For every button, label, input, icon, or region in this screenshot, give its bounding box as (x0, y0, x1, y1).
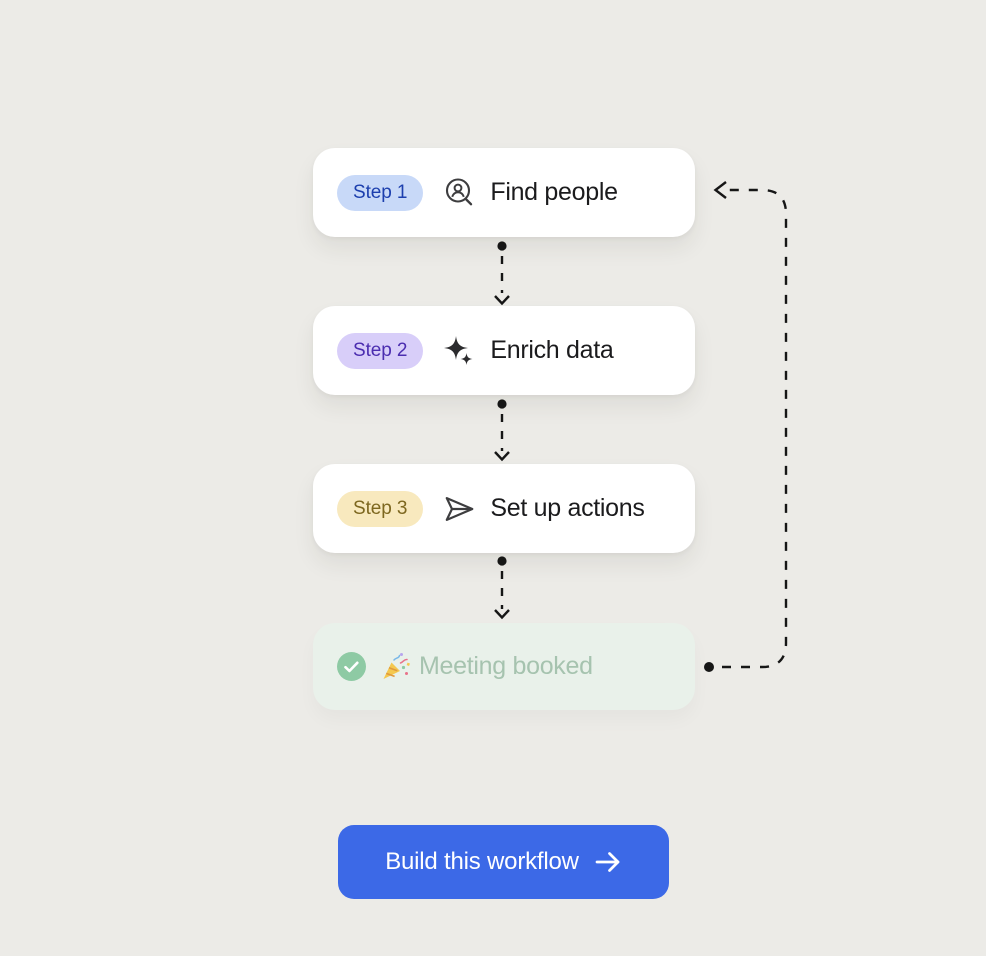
build-workflow-button[interactable]: Build this workflow (338, 825, 669, 899)
step-title: Find people (490, 178, 618, 206)
arrow-right-icon (594, 850, 622, 874)
paper-plane-icon (443, 492, 477, 526)
sparkles-icon (443, 334, 477, 368)
step-title: Enrich data (490, 336, 614, 364)
connector-step3-result (494, 556, 510, 620)
workflow-step-card-1: Step 1 Find people (313, 148, 695, 237)
result-title: Meeting booked (419, 652, 593, 680)
workflow-result-card: Meeting booked (313, 623, 695, 710)
connector-step1-step2 (494, 241, 510, 306)
step-badge: Step 2 (337, 332, 424, 369)
workflow-step-card-3: Step 3 Set up actions (313, 464, 695, 553)
connector-step2-step3 (494, 399, 510, 462)
workflow-step-card-2: Step 2 Enrich data (313, 306, 695, 395)
step-badge: Step 3 (337, 490, 424, 527)
party-popper-icon (380, 651, 411, 682)
step-title: Set up actions (490, 494, 645, 522)
step-badge: Step 1 (337, 174, 424, 211)
loop-connector-result-step1 (704, 181, 788, 672)
person-search-icon (443, 176, 477, 210)
check-circle-icon (337, 652, 366, 681)
build-workflow-button-label: Build this workflow (385, 848, 579, 875)
